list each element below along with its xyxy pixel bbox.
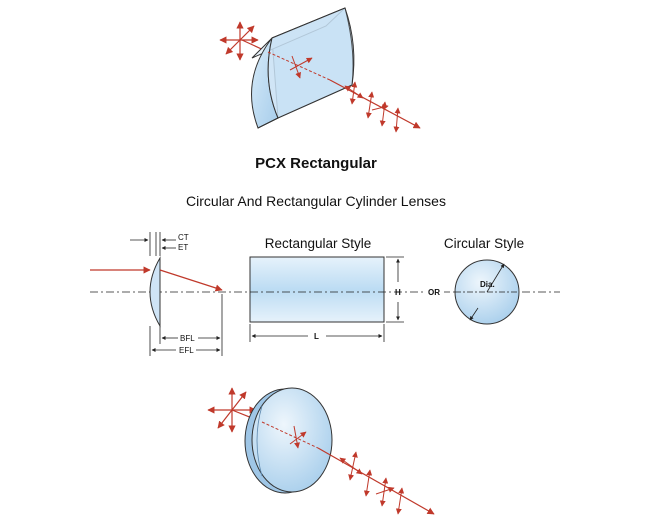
et-label: ET (178, 243, 188, 252)
disc-face (251, 387, 333, 493)
diagram-subtitle: Circular And Rectangular Cylinder Lenses (186, 193, 446, 209)
rectangular-lens (249, 256, 385, 323)
exit-arrows-icon (344, 81, 401, 133)
exiting-ray-bottom (317, 447, 435, 515)
exit-arrows-bottom-icon (339, 451, 405, 515)
rectangular-style-label: Rectangular Style (265, 236, 372, 251)
pcx-side-lens (149, 256, 161, 328)
dia-label: Dia. (480, 280, 495, 289)
focused-ray (159, 269, 223, 292)
ray-through-lens (267, 51, 331, 81)
circular-cylinder-illustration (207, 387, 435, 515)
or-label: OR (428, 288, 440, 297)
ct-label: CT (178, 233, 189, 242)
pcx-title: PCX Rectangular (255, 155, 377, 172)
l-label: L (314, 332, 319, 341)
schematic: CT ET BFL EFL Rectangular Style H (90, 232, 560, 356)
ray-cross-arrows-icon (219, 21, 259, 61)
circular-style-label: Circular Style (444, 236, 524, 251)
exiting-ray (329, 79, 421, 129)
pcx-front-face (267, 7, 354, 119)
pcx-rectangular-illustration (219, 7, 421, 133)
efl-label: EFL (179, 346, 194, 355)
h-label: H (395, 288, 401, 297)
bfl-label: BFL (180, 334, 195, 343)
